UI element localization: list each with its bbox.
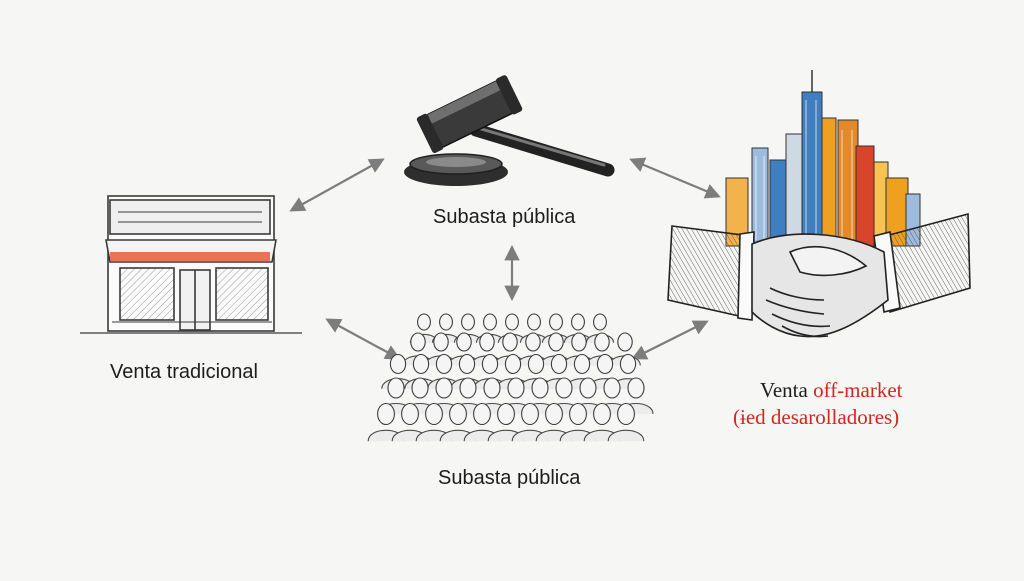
crowd-person-head bbox=[497, 402, 515, 426]
arrow-store-crowd bbox=[325, 318, 401, 360]
connector-arrows bbox=[289, 157, 721, 360]
crowd-person-head bbox=[459, 377, 477, 399]
crowd-person-head bbox=[627, 377, 645, 399]
arrow-crowd-offmarket bbox=[631, 320, 709, 360]
crowd-person-head bbox=[425, 402, 443, 426]
crowd-person-head bbox=[549, 313, 563, 331]
crowd-person-head bbox=[603, 377, 621, 399]
crowd-person-head bbox=[555, 377, 573, 399]
crowd-person-head bbox=[545, 402, 563, 426]
crowd-person-head bbox=[417, 313, 431, 331]
crowd-person-head bbox=[617, 402, 635, 426]
crowd-person-body bbox=[607, 429, 645, 442]
skyline-icon bbox=[725, 70, 921, 247]
crowd-person-head bbox=[504, 353, 522, 375]
crowd-person-head bbox=[521, 402, 539, 426]
arrow-gavel-offmarket bbox=[629, 157, 721, 199]
offmarket-label: Venta off-market bbox=[760, 378, 902, 403]
crowd-person-head bbox=[483, 377, 501, 399]
crowd-person-head bbox=[439, 313, 453, 331]
crowd-person-head bbox=[594, 332, 610, 352]
crowd-person-head bbox=[412, 353, 430, 375]
crowd-person-head bbox=[617, 332, 633, 352]
crowd-person-head bbox=[527, 313, 541, 331]
crowd-person-head bbox=[479, 332, 495, 352]
crowd-person-head bbox=[593, 402, 611, 426]
crowd-person-head bbox=[525, 332, 541, 352]
crowd-person-head bbox=[483, 313, 497, 331]
crowd-person-head bbox=[389, 353, 407, 375]
crowd-person-head bbox=[461, 313, 475, 331]
crowd-person-head bbox=[481, 353, 499, 375]
crowd-person-head bbox=[458, 353, 476, 375]
handshake-icon bbox=[667, 212, 971, 338]
crowd-person-head bbox=[449, 402, 467, 426]
crowd-person-head bbox=[531, 377, 549, 399]
crowd-person-head bbox=[410, 332, 426, 352]
crowd-person-head bbox=[377, 402, 395, 426]
crowd-person-head bbox=[579, 377, 597, 399]
crowd-label: Subasta pública bbox=[438, 467, 581, 489]
crowd-person-head bbox=[571, 332, 587, 352]
crowd-person-head bbox=[433, 332, 449, 352]
store-label: Venta tradicional bbox=[110, 361, 258, 383]
crowd-person-head bbox=[619, 353, 637, 375]
crowd-person-head bbox=[571, 313, 585, 331]
crowd-person-head bbox=[527, 353, 545, 375]
crowd-person-head bbox=[473, 402, 491, 426]
offmarket-label-prefix: Venta bbox=[760, 378, 814, 402]
crowd-person-head bbox=[569, 402, 587, 426]
crowd-person-head bbox=[573, 353, 591, 375]
crowd-person-head bbox=[507, 377, 525, 399]
offmarket-label-line2: (ɨed desarolladores) bbox=[733, 405, 900, 429]
arrow-store-gavel bbox=[289, 158, 385, 212]
storefront-icon bbox=[80, 195, 302, 334]
crowd-person-head bbox=[401, 402, 419, 426]
crowd-person-head bbox=[505, 313, 519, 331]
crowd-person-head bbox=[411, 377, 429, 399]
crowd-person-head bbox=[550, 353, 568, 375]
offmarket-label-accent: off-market bbox=[813, 378, 903, 402]
crowd-person-head bbox=[593, 313, 607, 331]
crowd-icon bbox=[367, 313, 654, 442]
crowd-person-head bbox=[435, 353, 453, 375]
crowd-person-head bbox=[435, 377, 453, 399]
crowd-person-head bbox=[502, 332, 518, 352]
crowd-person-head bbox=[387, 377, 405, 399]
auction-top-label: Subasta pública bbox=[433, 206, 576, 228]
gavel-icon bbox=[404, 75, 615, 186]
crowd-person-head bbox=[548, 332, 564, 352]
crowd-person-head bbox=[456, 332, 472, 352]
crowd-person-head bbox=[596, 353, 614, 375]
